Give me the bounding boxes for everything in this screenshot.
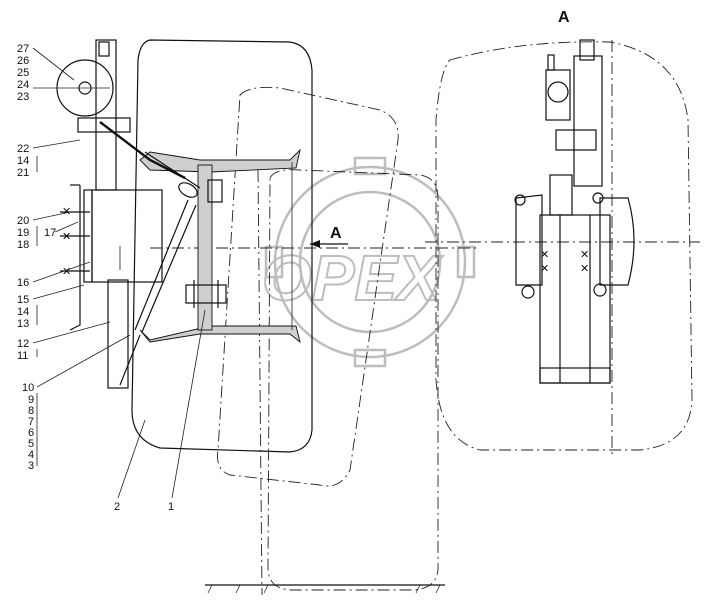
section-arrow-label: A [330,225,342,242]
support-post [77,39,131,389]
callout-20: 20 [17,215,29,227]
svg-text:✕: ✕ [62,231,71,243]
ground-line [205,584,445,594]
callout-23: 23 [17,91,29,103]
bottom-callouts: 2 1 [114,501,174,513]
callout-12: 12 [17,338,29,350]
callout-2: 2 [114,501,120,513]
callout-14a: 14 [17,155,29,167]
rear-tire-outline [131,39,313,453]
callout-9: 9 [28,394,34,406]
section-arrow: A [310,225,348,248]
watermark: OPEX [261,156,476,368]
callout-26: 26 [17,55,29,67]
watermark-text: OPEX [262,242,443,314]
svg-text:✕: ✕ [580,249,589,261]
wheel-centerline-vertical [257,169,263,596]
callout-27: 27 [17,43,29,55]
callout-16: 16 [17,277,29,289]
svg-text:✕: ✕ [580,263,589,275]
section-view-tire [435,41,693,451]
callout-17: 17 [44,227,56,239]
section-view-title: A [558,9,570,26]
hub-assembly [185,179,227,308]
callout-4: 4 [28,449,34,461]
left-callouts: 27 26 25 24 23 22 14 21 20 19 18 17 16 1… [17,43,56,472]
callout-8: 8 [28,405,34,417]
callout-6: 6 [28,427,34,439]
callout-19: 19 [17,227,29,239]
callout-24: 24 [17,79,29,91]
callout-14b: 14 [17,306,29,318]
callout-21: 21 [17,167,29,179]
svg-text:✕: ✕ [540,249,549,261]
linkage-arms [99,121,201,386]
svg-text:✕: ✕ [540,263,549,275]
callout-25: 25 [17,67,29,79]
callout-1: 1 [168,501,174,513]
leader-lines [32,47,206,499]
frame-bolts: ✕ ✕ ✕ [60,206,90,278]
turned-tire-outline [217,86,439,591]
callout-10: 10 [22,382,34,394]
section-view-assembly: ✕ ✕ ✕ ✕ [514,39,635,384]
callout-15: 15 [17,294,29,306]
callout-3: 3 [28,460,34,472]
callout-18: 18 [17,239,29,251]
mounting-frame [69,184,163,331]
callout-13: 13 [17,318,29,330]
svg-text:✕: ✕ [62,266,71,278]
callout-7: 7 [28,416,34,428]
callout-5: 5 [28,438,34,450]
callout-22: 22 [17,143,29,155]
callout-11: 11 [17,350,28,362]
